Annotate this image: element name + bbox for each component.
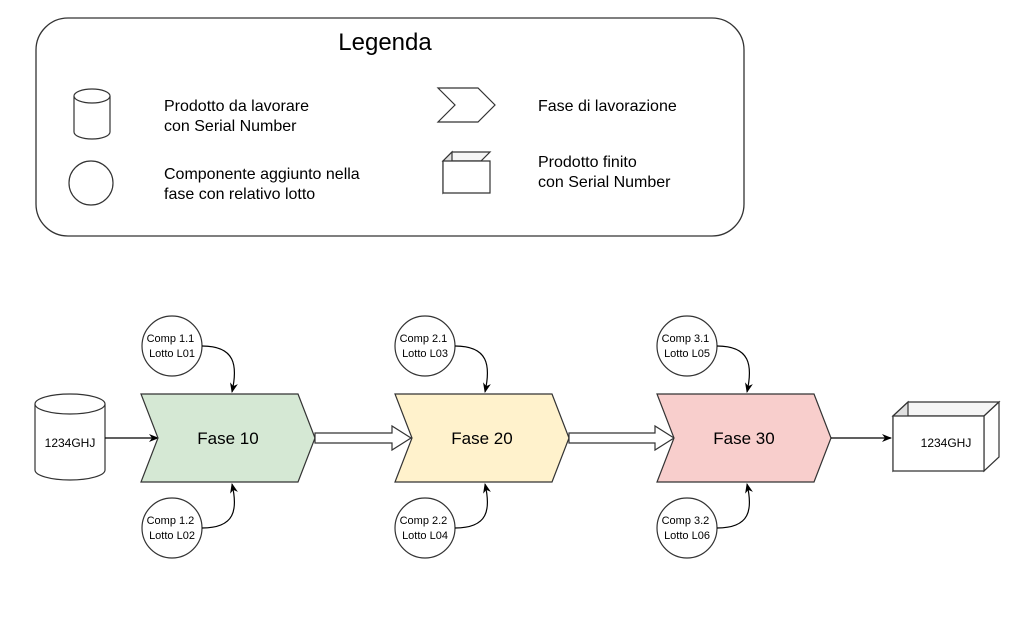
component-comp-2-2: Comp 2.2 Lotto L04 <box>394 497 456 559</box>
output-serial: 1234GHJ <box>921 436 972 450</box>
component-label: Comp 3.2 Lotto L06 <box>662 515 713 542</box>
legend-component-label: Componente aggiunto nella fase con relat… <box>164 166 364 203</box>
component-label: Comp 1.1 Lotto L01 <box>147 333 198 360</box>
legend-box: Legenda Prodotto da lavorare con Serial … <box>35 17 745 237</box>
phase-fase-20: Fase 20 <box>394 393 570 483</box>
input-product-cylinder: 1234GHJ <box>34 393 106 481</box>
legend-product-out-label: Prodotto finito con Serial Number <box>538 154 671 191</box>
component-comp-1-1: Comp 1.1 Lotto L01 <box>141 315 203 377</box>
component-connector <box>716 483 753 529</box>
component-comp-1-2: Comp 1.2 Lotto L02 <box>141 497 203 559</box>
cube-icon <box>441 150 492 195</box>
component-label: Comp 2.2 Lotto L04 <box>400 515 451 542</box>
phase-label: Fase 20 <box>451 429 512 448</box>
phase-label: Fase 10 <box>197 429 258 448</box>
component-connector <box>201 483 238 529</box>
legend-phase-label: Fase di lavorazione <box>538 98 677 115</box>
legend-title: Legenda <box>338 29 432 56</box>
chevron-icon <box>436 87 496 123</box>
component-comp-3-1: Comp 3.1 Lotto L05 <box>656 315 718 377</box>
phase-chevron <box>140 393 316 483</box>
cylinder-icon <box>73 88 111 140</box>
component-label: Comp 2.1 Lotto L03 <box>400 333 451 360</box>
flow-arrow-10-20 <box>314 424 413 452</box>
component-label: Comp 1.2 Lotto L02 <box>147 515 198 542</box>
component-connector <box>716 345 753 393</box>
output-product-cube: 1234GHJ <box>891 400 1001 473</box>
component-comp-3-2: Comp 3.2 Lotto L06 <box>656 497 718 559</box>
input-serial: 1234GHJ <box>45 436 96 450</box>
phase-chevron <box>656 393 832 483</box>
circle-icon <box>68 160 114 206</box>
phase-fase-10: Fase 10 <box>140 393 316 483</box>
legend-product-in-label: Prodotto da lavorare con Serial Number <box>164 98 313 135</box>
phase-chevron <box>394 393 570 483</box>
phase-label: Fase 30 <box>713 429 774 448</box>
component-connector <box>454 345 491 393</box>
component-connector <box>201 345 238 393</box>
component-comp-2-1: Comp 2.1 Lotto L03 <box>394 315 456 377</box>
component-connector <box>454 483 491 529</box>
flow-arrow-20-30 <box>568 424 676 452</box>
phase-fase-30: Fase 30 <box>656 393 832 483</box>
component-label: Comp 3.1 Lotto L05 <box>662 333 713 360</box>
